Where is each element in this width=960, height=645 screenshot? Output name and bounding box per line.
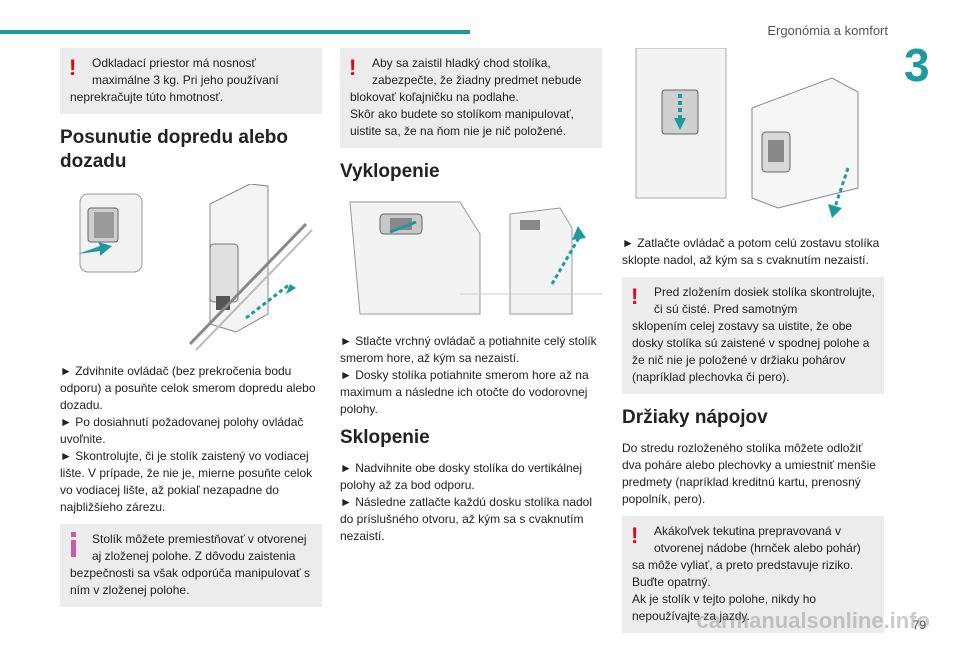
warning-exclamation-icon: ! [631, 523, 639, 548]
illustration-unfold-table [340, 194, 602, 327]
section-title: Ergonómia a komfort [767, 23, 888, 38]
warning-box: ! Akákoľvek tekutina prepravovaná v otvo… [622, 516, 884, 633]
warning-exclamation-icon: ! [349, 55, 357, 80]
fold-down-instructions: ► Zatlačte ovládač a potom celú zostavu … [622, 236, 880, 267]
warning-exclamation-icon: ! [69, 55, 77, 80]
fold-instructions: ► Nadvihnite obe dosky stolíka do vertik… [340, 461, 593, 543]
column-1: ! Odkladací priestor má nosnosť maximáln… [60, 48, 322, 619]
slide-instructions: ► Zdvihnite ovládač (bez prekročenia bod… [60, 364, 316, 514]
watermark: carmanualsonline.info [696, 608, 931, 633]
unfold-instructions: ► Stlačte vrchný ovládač a potiahnite ce… [340, 334, 597, 416]
heading-cup-holders: Držiaky nápojov [622, 407, 768, 428]
illustration-fold-table [622, 47, 884, 229]
cup-holders-text: Do stredu rozloženého stolíka môžete odl… [622, 441, 876, 506]
chapter-number: 3 [904, 39, 930, 91]
heading-fold: Sklopenie [340, 427, 430, 448]
column-3: ► Zatlačte ovládač a potom celú zostavu … [622, 47, 884, 645]
illustration-slide-table [60, 183, 322, 357]
warning-box: ! Aby sa zaistil hladký chod stolíka, za… [340, 48, 602, 148]
heading-unfold: Vyklopenie [340, 161, 440, 182]
warning-exclamation-icon: ! [631, 284, 639, 309]
info-icon [71, 532, 76, 557]
heading-slide: Posunutie dopredu alebo dozadu [60, 127, 289, 172]
info-box: Stolík môžete premiestňovať v otvorenej … [60, 524, 322, 607]
warning-box: ! Pred zložením dosiek stolíka skontrolu… [622, 277, 884, 394]
column-2: ! Aby sa zaistil hladký chod stolíka, za… [340, 48, 602, 553]
warning-box: ! Odkladací priestor má nosnosť maximáln… [60, 48, 322, 114]
header-accent-bar [0, 30, 470, 34]
page-number: 79 [912, 618, 926, 632]
